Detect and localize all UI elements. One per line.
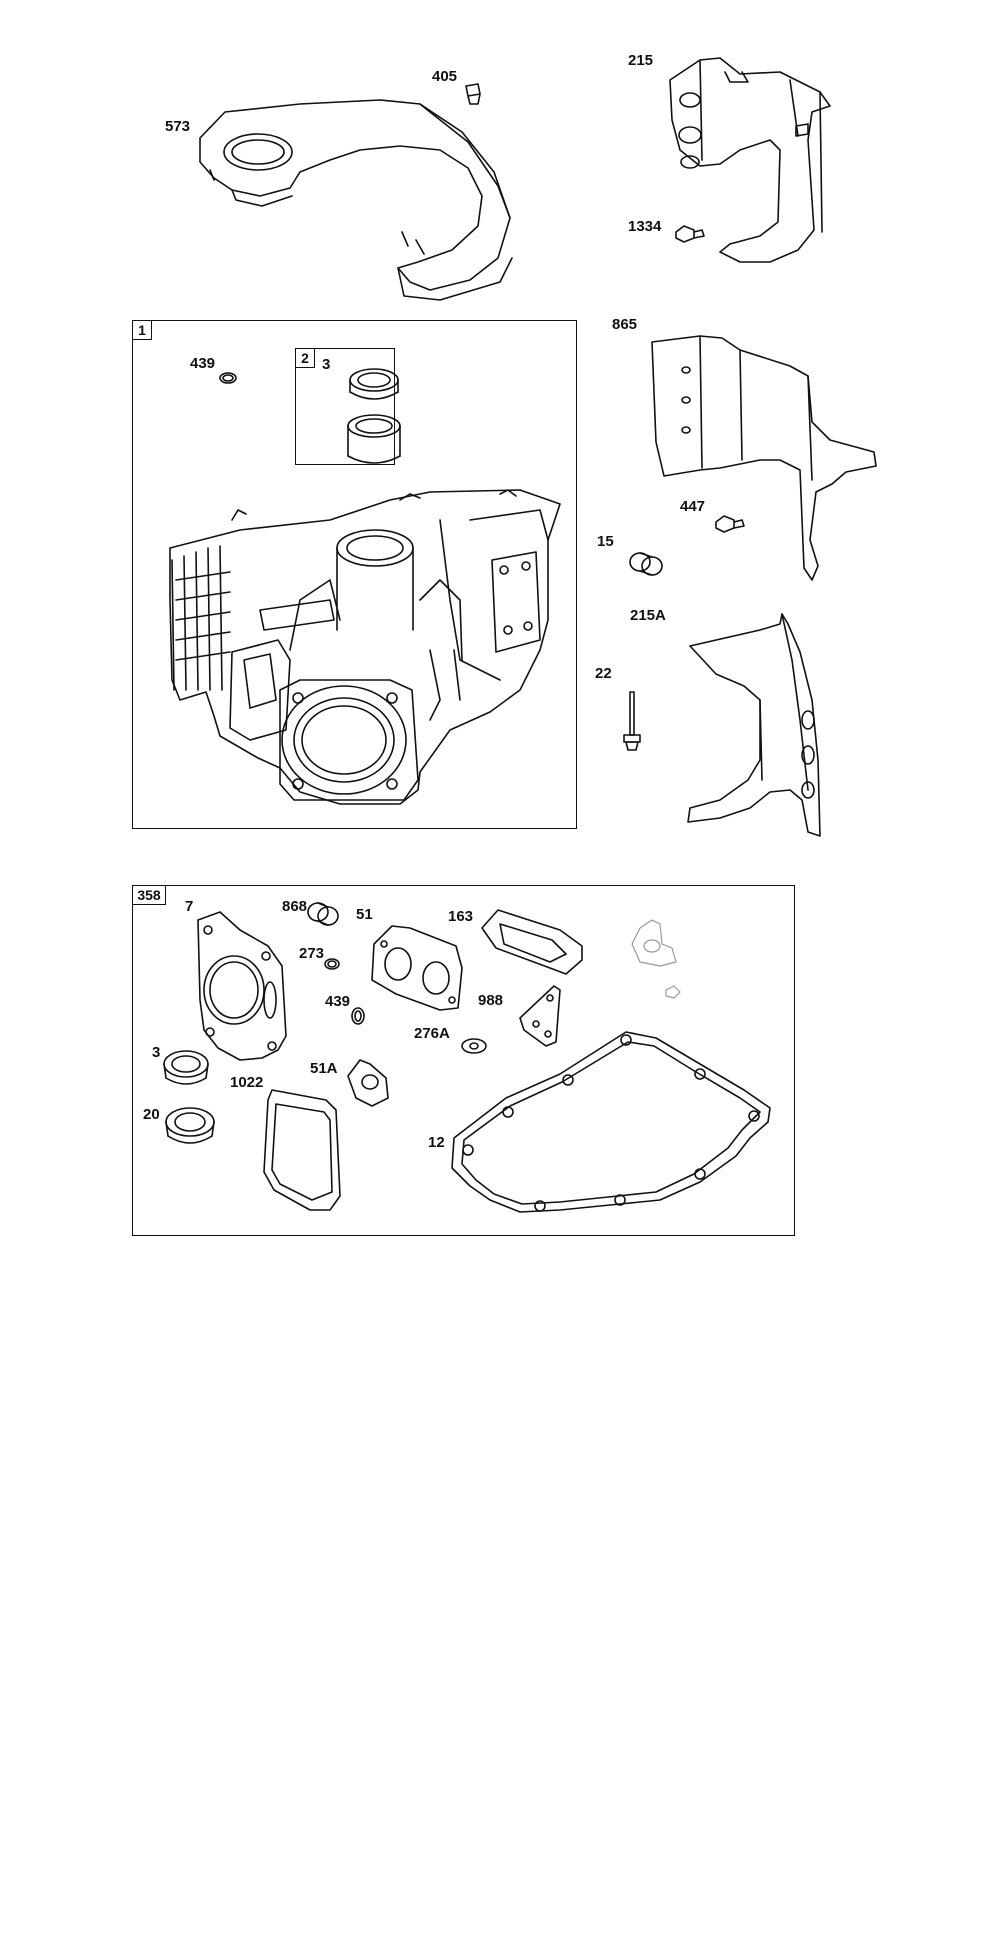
baffle-215 — [669, 57, 831, 263]
group-tag-358: 358 — [132, 885, 166, 905]
group-box-2 — [295, 348, 395, 465]
callout-276A: 276A — [414, 1025, 450, 1042]
callout-15: 15 — [597, 533, 614, 550]
callout-868: 868 — [282, 898, 308, 915]
group-box-358 — [132, 885, 795, 1236]
callout-215A: 215A — [630, 607, 666, 624]
callout-20: 20 — [143, 1106, 160, 1123]
group-box-1 — [132, 320, 577, 829]
bushing-15 — [629, 552, 663, 576]
callout-51A: 51A — [310, 1060, 338, 1077]
faint-parts — [631, 919, 681, 999]
baffle-865 — [651, 335, 877, 581]
callout-51: 51 — [356, 906, 373, 923]
pin-405 — [465, 83, 481, 105]
callout-447: 447 — [680, 498, 706, 515]
seal-868 — [307, 902, 339, 926]
seal-20 — [165, 1107, 215, 1144]
callout-988: 988 — [478, 992, 504, 1009]
gasket-51 — [371, 925, 463, 1011]
group-tag-2: 2 — [295, 348, 315, 368]
callout-7: 7 — [185, 898, 194, 915]
baffle-215A — [687, 613, 821, 837]
callout-865: 865 — [612, 316, 638, 333]
callout-573: 573 — [165, 118, 191, 135]
group-tag-1: 1 — [132, 320, 152, 340]
callout-273: 273 — [299, 945, 325, 962]
callout-1022: 1022 — [230, 1074, 264, 1091]
seal-and-bushing-2 — [347, 368, 401, 464]
washer-273 — [324, 958, 340, 970]
gasket-163 — [481, 909, 583, 975]
screw-1334 — [675, 225, 705, 243]
callout-22: 22 — [595, 665, 612, 682]
blower-housing-573 — [199, 99, 513, 301]
callout-215: 215 — [628, 52, 654, 69]
washer-276A — [461, 1038, 487, 1054]
screw-447 — [715, 515, 745, 533]
head-gasket-7 — [197, 911, 287, 1061]
callout-12: 12 — [428, 1134, 445, 1151]
cylinder-block — [169, 489, 561, 805]
callout-163: 163 — [448, 908, 474, 925]
callout-3-top: 3 — [322, 356, 331, 373]
gasket-51A — [347, 1059, 389, 1107]
callout-439-top: 439 — [190, 355, 216, 372]
gasket-1022 — [263, 1089, 341, 1211]
gasket-12 — [451, 1031, 771, 1213]
seal-3-kit — [163, 1050, 209, 1085]
callout-405: 405 — [432, 68, 458, 85]
o-ring-439 — [219, 372, 237, 384]
o-ring-439-kit — [351, 1007, 365, 1025]
gasket-988 — [519, 985, 561, 1047]
callout-3-kit: 3 — [152, 1044, 161, 1061]
callout-1334: 1334 — [628, 218, 662, 235]
bolt-22 — [623, 691, 641, 751]
callout-439-kit: 439 — [325, 993, 351, 1010]
